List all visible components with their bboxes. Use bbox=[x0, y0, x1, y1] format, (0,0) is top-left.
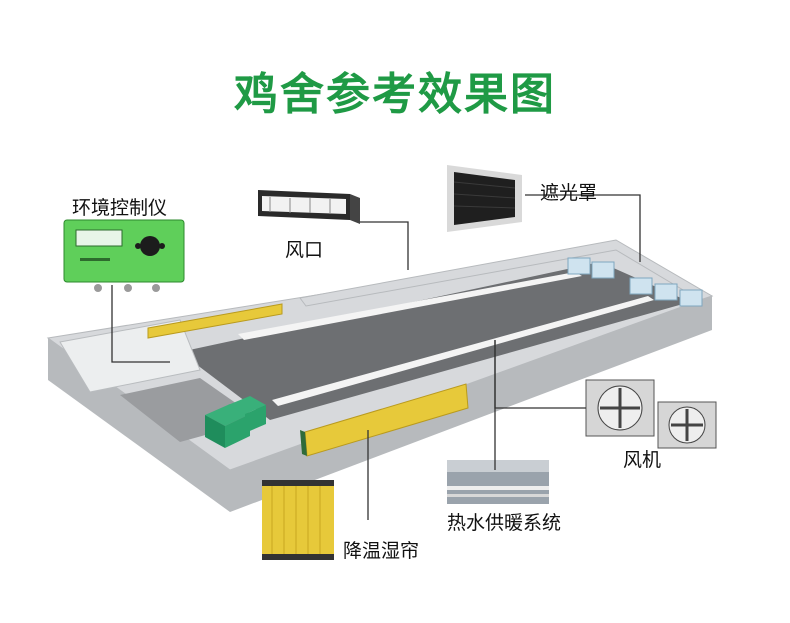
label-heating: 热水供暖系统 bbox=[447, 512, 562, 534]
house-floor bbox=[180, 262, 690, 420]
controller-panel-icon bbox=[63, 219, 185, 292]
label-shade: 遮光罩 bbox=[540, 182, 598, 204]
label-vent: 风口 bbox=[285, 239, 324, 261]
light-trap-icon bbox=[447, 165, 522, 232]
label-fan: 风机 bbox=[623, 449, 662, 471]
label-cooling: 降温湿帘 bbox=[343, 540, 420, 562]
page-title: 鸡舍参考效果图 bbox=[234, 69, 556, 120]
exhaust-fan-icon bbox=[585, 379, 717, 449]
label-controller: 环境控制仪 bbox=[72, 197, 168, 219]
heating-pipe-icon bbox=[447, 460, 549, 504]
poultry-house bbox=[46, 239, 714, 512]
air-inlet-icon bbox=[258, 190, 360, 224]
house-fans bbox=[567, 257, 703, 307]
cooling-pad-icon bbox=[262, 480, 334, 560]
boiler-unit bbox=[205, 396, 266, 448]
house-cooling-pad bbox=[300, 383, 469, 457]
leader-lines bbox=[111, 194, 641, 520]
